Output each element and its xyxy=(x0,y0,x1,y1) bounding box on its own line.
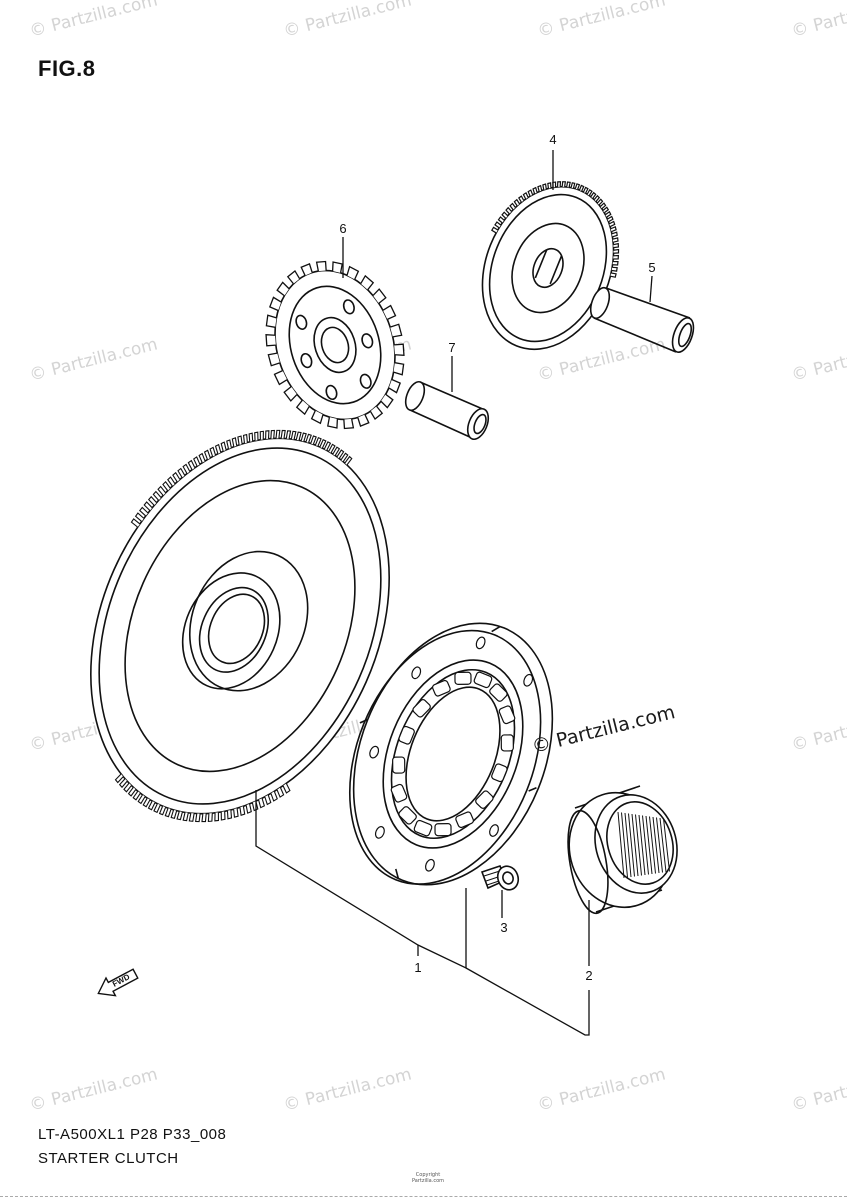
one-way-clutch xyxy=(348,622,554,886)
gear-part-6 xyxy=(265,260,405,430)
callout-3: 3 xyxy=(500,920,508,935)
callout-2: 2 xyxy=(585,968,593,983)
copyright-note: Copyright Partzilla.com xyxy=(412,1172,444,1184)
model-code: LT-A500XL1 P28 P33_008 xyxy=(38,1126,227,1143)
page-edge-rule xyxy=(0,1196,847,1197)
gear-part-4 xyxy=(481,181,620,351)
callout-7: 7 xyxy=(448,340,456,355)
fwd-arrow-icon xyxy=(97,968,139,997)
figure-title: FIG.8 xyxy=(38,56,96,81)
shaft-part-7 xyxy=(404,380,490,441)
callout-4: 4 xyxy=(549,132,557,147)
callout-6: 6 xyxy=(339,221,347,236)
bolt-part-3 xyxy=(480,865,520,891)
bearing-part-2 xyxy=(567,785,678,915)
callout-1: 1 xyxy=(414,960,422,975)
leader-lines xyxy=(255,150,653,1036)
starter-gear-part-1 xyxy=(90,429,390,823)
callout-5: 5 xyxy=(648,260,656,275)
section-name: STARTER CLUTCH xyxy=(38,1150,179,1167)
shaft-part-5 xyxy=(589,286,695,353)
